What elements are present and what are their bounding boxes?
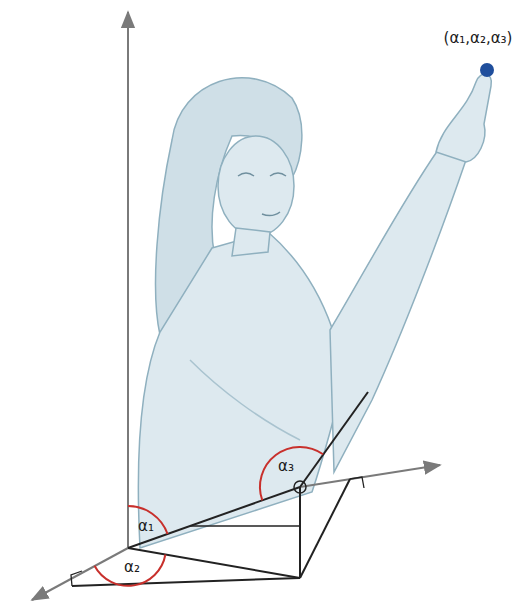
woman-figure <box>138 74 491 548</box>
coordinate-axes <box>32 12 440 600</box>
angle-label: α₂ <box>124 559 140 576</box>
angle-label: α₃ <box>278 458 294 475</box>
arm-geometry <box>72 392 368 586</box>
target-coordinates: (α₁,α₂,α₃) <box>444 30 513 47</box>
target-point <box>480 63 494 77</box>
elbow-joint <box>294 481 306 493</box>
right-angle-marks <box>71 477 364 586</box>
angle-arcs <box>95 447 324 586</box>
angle-label: α₁ <box>138 518 154 535</box>
